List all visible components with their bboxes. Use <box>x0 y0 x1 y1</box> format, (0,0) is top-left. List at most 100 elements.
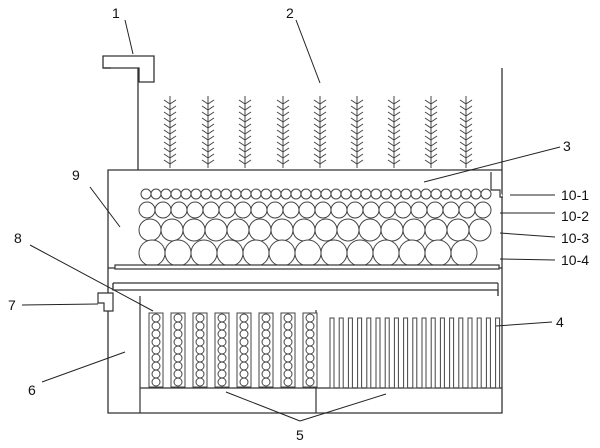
leader-lines <box>21 19 561 422</box>
plant-leaf <box>313 147 321 153</box>
bead-columns <box>148 312 318 388</box>
label-10-2: 10-2 <box>561 208 589 224</box>
label-10-3: 10-3 <box>561 230 589 246</box>
bead <box>261 377 271 387</box>
gravel-fine <box>440 188 452 200</box>
plant-leaf <box>459 105 467 111</box>
plant-leaf <box>238 117 246 123</box>
plant-leaf <box>430 135 438 141</box>
gravel-fine <box>230 188 242 200</box>
gravel-small <box>154 201 172 219</box>
bead <box>239 377 249 387</box>
plant-leaf <box>282 99 290 105</box>
gravel-fine <box>200 188 212 200</box>
label-7: 7 <box>8 297 16 313</box>
plant-leaf <box>393 159 401 165</box>
bead <box>261 369 271 379</box>
plant-leaf <box>207 159 215 165</box>
plant-leaf <box>393 147 401 153</box>
plant-leaf <box>393 105 401 111</box>
plant-leaf <box>282 141 290 147</box>
plant-leaf <box>424 147 432 153</box>
bead <box>283 369 293 379</box>
plant-leaf <box>350 117 358 123</box>
plant-leaf <box>465 159 473 165</box>
plant-leaf <box>201 111 209 117</box>
plant-leaf <box>319 117 327 123</box>
plant-leaf <box>424 159 432 165</box>
gravel-fine <box>150 188 162 200</box>
bead <box>283 353 293 363</box>
gravel-medium <box>160 218 184 242</box>
label-10-1: 10-1 <box>561 187 589 203</box>
fin-plate <box>403 317 409 389</box>
bead <box>261 353 271 363</box>
plant-leaf <box>282 105 290 111</box>
gravel-medium <box>248 218 272 242</box>
bead <box>217 353 227 363</box>
bead-column <box>192 312 208 388</box>
gravel-fine <box>400 188 412 200</box>
plant-leaf <box>201 135 209 141</box>
plant-leaf <box>238 159 246 165</box>
plant-leaf <box>387 111 395 117</box>
gravel-fine <box>350 188 362 200</box>
plant-leaf <box>393 141 401 147</box>
gravel-coarse <box>164 239 192 267</box>
bead <box>305 361 315 371</box>
plant-leaf <box>238 153 246 159</box>
plant-leaf <box>350 105 358 111</box>
gravel-small <box>298 201 316 219</box>
gravel-fine <box>160 188 172 200</box>
plant-leaf <box>465 135 473 141</box>
bead <box>305 353 315 363</box>
plant-leaf <box>459 123 467 129</box>
fin-plate <box>375 317 381 389</box>
bead <box>217 377 227 387</box>
bead <box>305 345 315 355</box>
plant-leaf <box>459 153 467 159</box>
bead <box>173 377 183 387</box>
gravel-fine <box>470 188 482 200</box>
overflow-outlet <box>490 172 503 198</box>
fin-plate <box>357 317 363 389</box>
fin-plate <box>439 317 445 389</box>
plant-leaf <box>424 129 432 135</box>
bead <box>261 361 271 371</box>
plant-leaf <box>282 159 290 165</box>
label-10-4: 10-4 <box>561 252 589 268</box>
gravel-small <box>218 201 236 219</box>
leader-4 <box>495 321 553 327</box>
plant-leaf <box>207 135 215 141</box>
plant-leaf <box>201 129 209 135</box>
plant-leaf <box>387 159 395 165</box>
plant-leaf <box>244 111 252 117</box>
bead <box>305 369 315 379</box>
bead <box>151 361 161 371</box>
plant-leaf <box>393 135 401 141</box>
bead <box>195 313 205 323</box>
bead <box>151 337 161 347</box>
plant-leaf <box>163 135 171 141</box>
plant-leaf <box>207 105 215 111</box>
plant-leaf <box>244 159 252 165</box>
plant-leaf <box>319 99 327 105</box>
bead <box>283 329 293 339</box>
bead <box>217 329 227 339</box>
gravel-coarse <box>346 239 374 267</box>
gravel-medium <box>138 218 162 242</box>
plant-leaf <box>201 123 209 129</box>
plant-leaf <box>424 135 432 141</box>
gravel-fine <box>360 188 372 200</box>
label-6: 6 <box>28 382 36 398</box>
bead <box>195 369 205 379</box>
fin-plate <box>449 317 455 389</box>
plant-leaf <box>319 153 327 159</box>
bead <box>261 337 271 347</box>
gravel-medium <box>402 218 426 242</box>
fin-plate <box>338 317 344 389</box>
gravel-fine <box>320 188 332 200</box>
leader-7 <box>21 303 99 306</box>
plant <box>387 96 401 168</box>
plant-leaf <box>356 129 364 135</box>
